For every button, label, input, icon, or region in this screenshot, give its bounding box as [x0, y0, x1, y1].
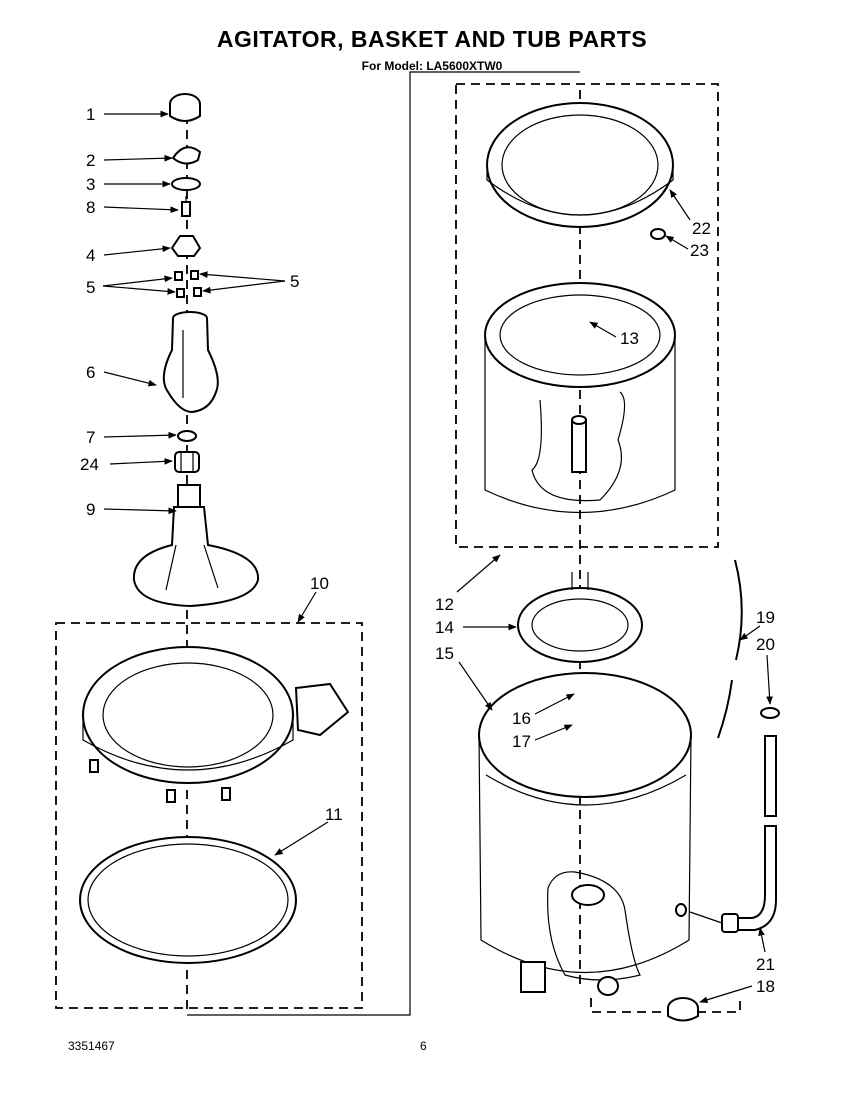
callout-22: 22: [692, 219, 711, 238]
basket-part: [484, 282, 676, 514]
bolt-part: [181, 196, 191, 217]
outer-tub-part: [478, 672, 692, 996]
callout-2: 2: [86, 151, 95, 170]
callout-5-right: 5: [290, 272, 299, 291]
callout-24: 24: [80, 455, 99, 474]
callout-23: 23: [690, 241, 709, 260]
callout-10: 10: [310, 574, 329, 593]
callout-19: 19: [756, 608, 775, 627]
agitator-cap-part: [169, 93, 201, 122]
hose-part: [717, 559, 743, 739]
basket-group-box: [455, 83, 719, 548]
callout-8: 8: [86, 198, 95, 217]
tub-ring-group-box: [55, 622, 363, 1009]
callout-17: 17: [512, 732, 531, 751]
callout-4: 4: [86, 246, 95, 265]
callout-13: 13: [620, 329, 639, 348]
ring-part: [171, 177, 201, 191]
tub-rim-part: [82, 646, 350, 803]
drain-hose-part: [689, 735, 777, 933]
callout-14: 14: [435, 618, 454, 637]
callout-20: 20: [756, 635, 775, 654]
cam-part: [171, 146, 202, 165]
callout-6: 6: [86, 363, 95, 382]
callout-18: 18: [756, 977, 775, 996]
coupler-part: [174, 451, 200, 473]
callout-16: 16: [512, 709, 531, 728]
drain-group-bracket: [590, 998, 741, 1013]
drain-cap-part: [667, 997, 699, 1022]
splash-ring-part: [517, 572, 643, 663]
dog-retainer-part: [170, 235, 202, 257]
callout-21: 21: [756, 955, 775, 974]
document-number: 3351467: [68, 1039, 115, 1053]
seal-part: [177, 430, 197, 442]
callout-1: 1: [86, 105, 95, 124]
hose-clamp-part: [760, 707, 780, 719]
callout-15: 15: [435, 644, 454, 663]
page-title: AGITATOR, BASKET AND TUB PARTS: [216, 26, 648, 52]
tub-seal-part: [79, 836, 297, 964]
callout-7: 7: [86, 428, 95, 447]
tub-ring-part: [486, 102, 674, 228]
agitator-barrel-part: [162, 311, 219, 414]
callout-12: 12: [435, 595, 454, 614]
agitator-dogs-part: [174, 270, 202, 298]
clip-part: [650, 228, 666, 240]
callout-9: 9: [86, 500, 95, 519]
callout-11: 11: [325, 805, 343, 824]
model-subtitle: For Model: LA5600XTW0: [361, 59, 503, 73]
callout-5-left: 5: [86, 278, 95, 297]
agitator-base-part: [132, 484, 260, 608]
callout-3: 3: [86, 175, 95, 194]
page-number: 6: [420, 1039, 427, 1053]
connector-line: [187, 71, 580, 1016]
